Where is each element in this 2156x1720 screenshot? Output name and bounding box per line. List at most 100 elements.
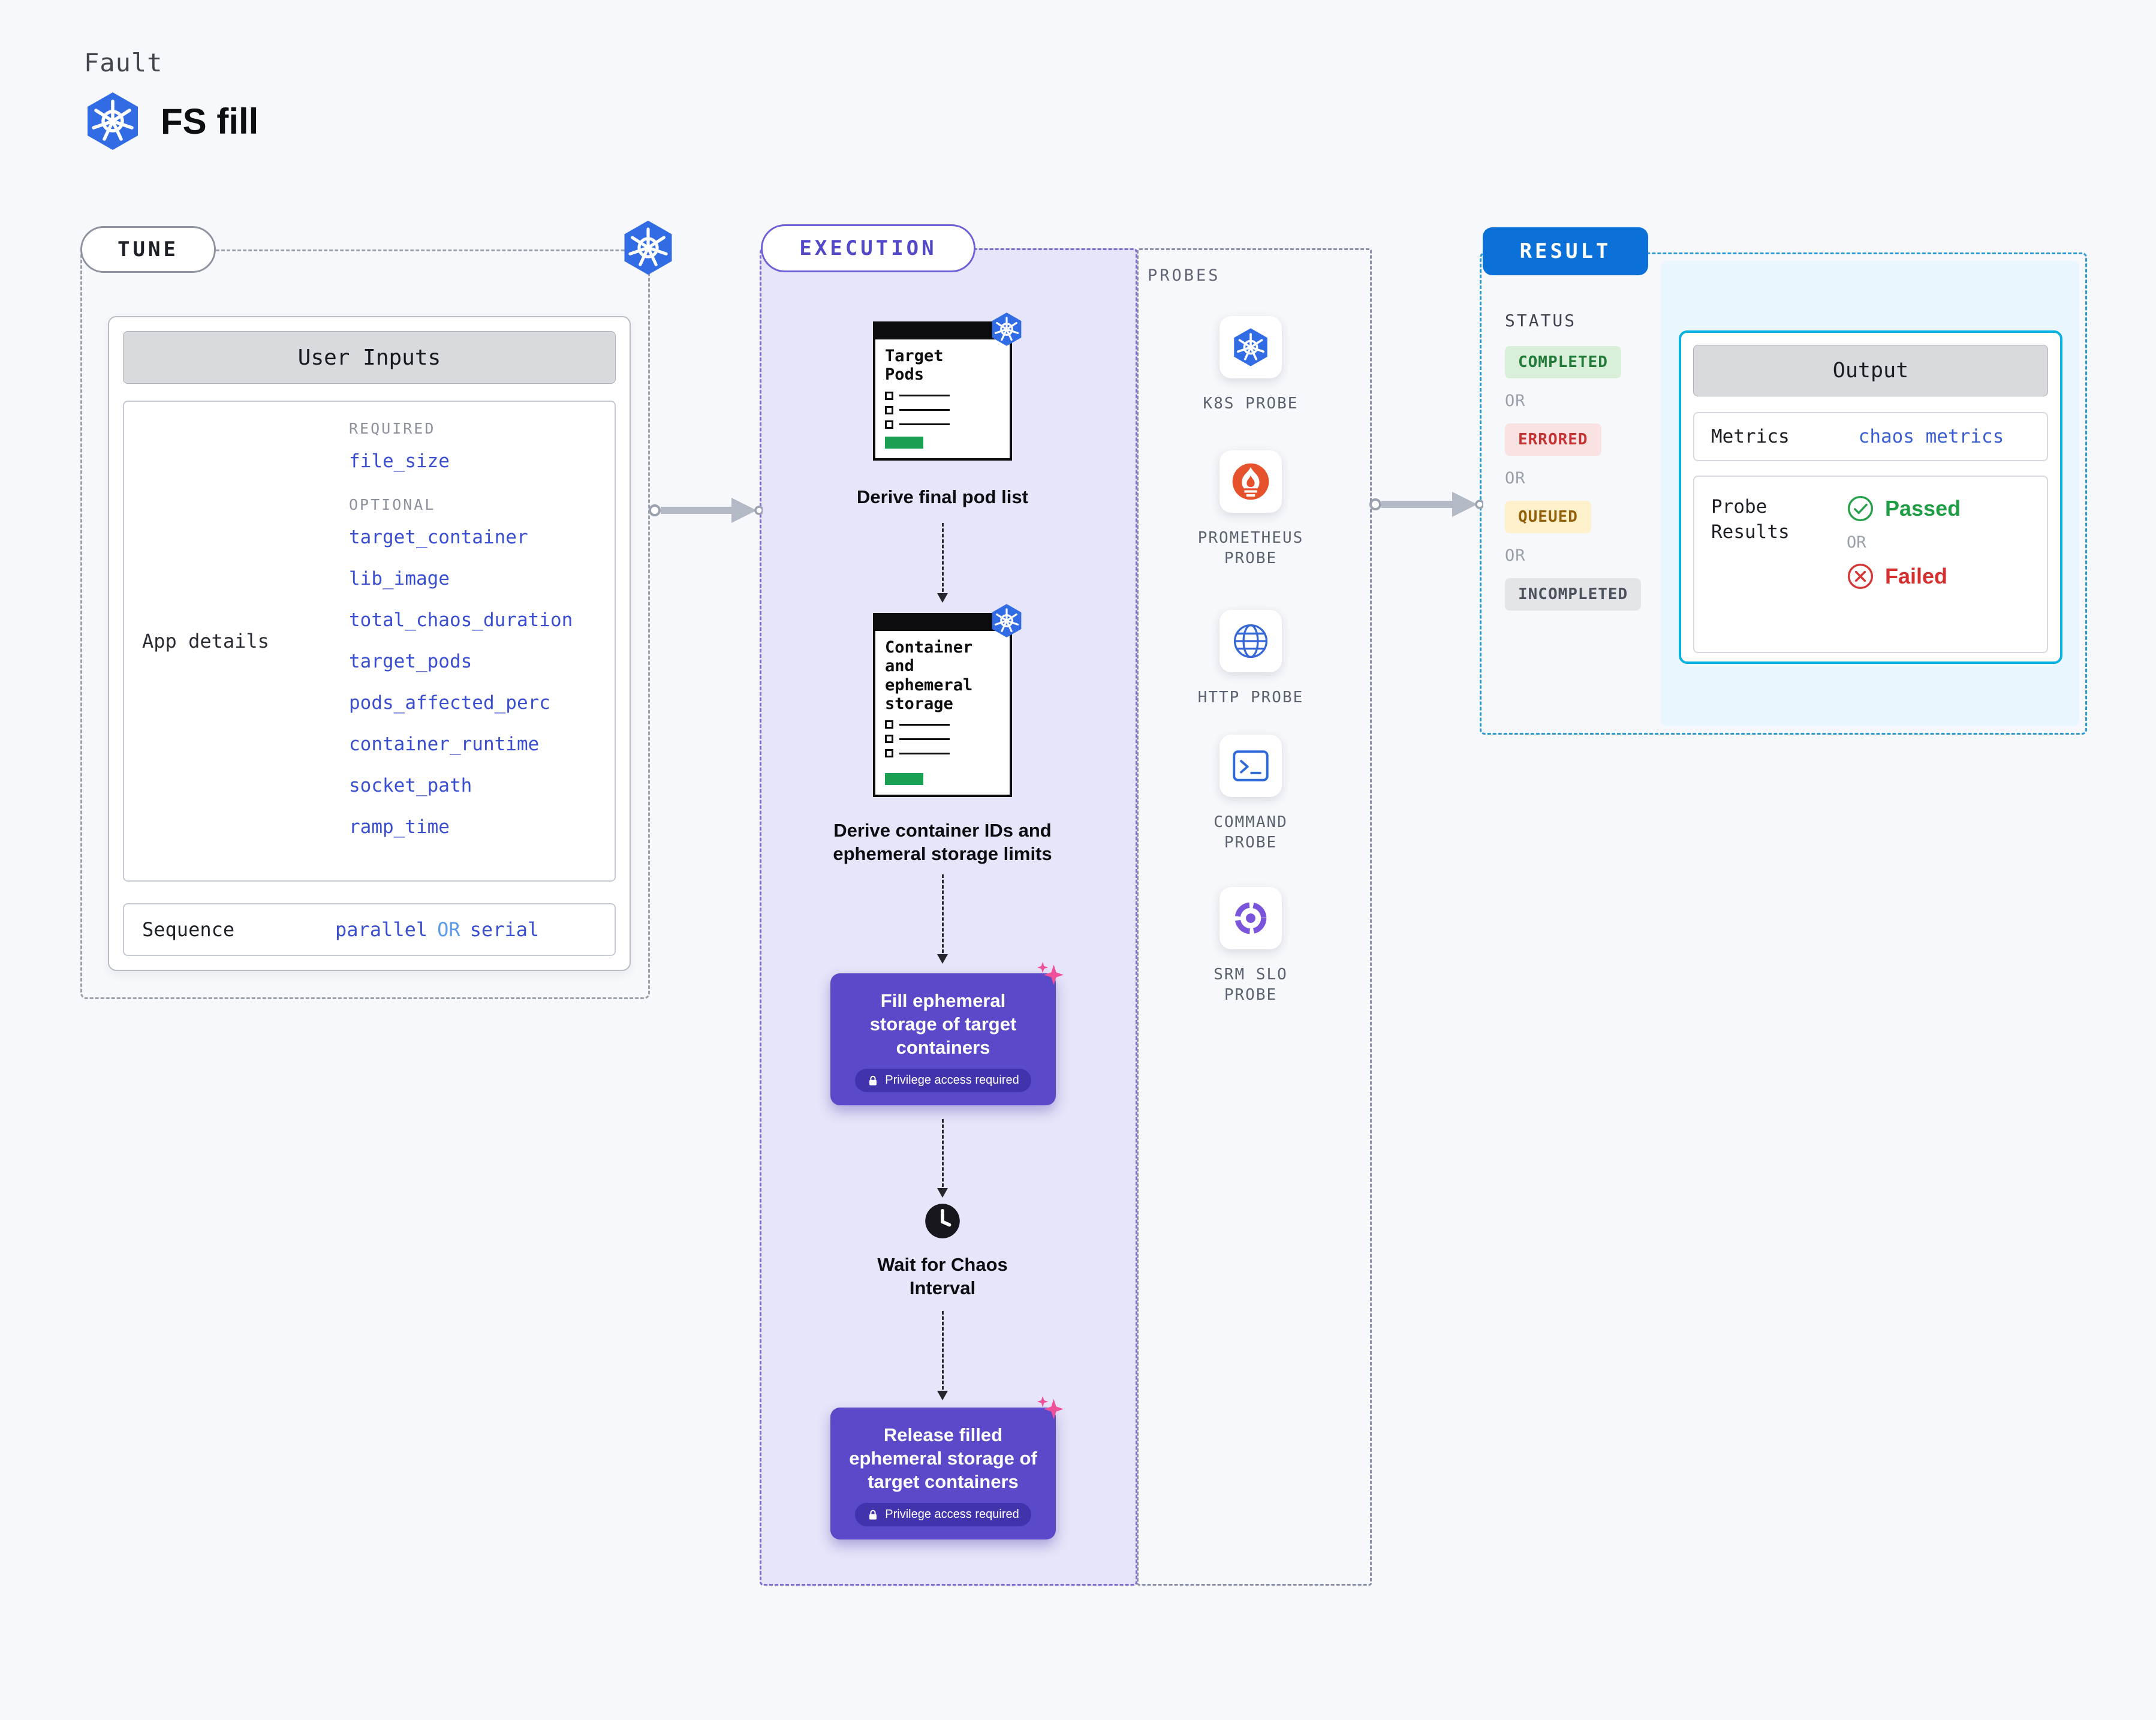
fault-kicker: Fault bbox=[84, 48, 163, 77]
param-target-pods: target_pods bbox=[349, 651, 472, 672]
sparkle-icon bbox=[1037, 961, 1064, 985]
step-caption: Derive container IDs and ephemeral stora… bbox=[833, 820, 1052, 864]
app-details-label: App details bbox=[142, 630, 269, 652]
metrics-value: chaos metrics bbox=[1858, 426, 2004, 447]
probe-label: K8S PROBE bbox=[1203, 395, 1299, 413]
sequence-row: Sequence parallel OR serial bbox=[123, 903, 616, 956]
sequence-or: OR bbox=[437, 918, 460, 941]
doc-title: Container and ephemeral storage bbox=[885, 638, 973, 713]
kubernetes-icon bbox=[83, 91, 143, 151]
param-lib-image: lib_image bbox=[349, 568, 450, 590]
probe-http: HTTP PROBE bbox=[1182, 610, 1319, 708]
checkbox-icon bbox=[885, 405, 893, 414]
execution-section bbox=[760, 248, 1137, 1586]
failed-label: Failed bbox=[1885, 564, 1948, 588]
text-line bbox=[899, 409, 950, 411]
metrics-label: Metrics bbox=[1711, 426, 1790, 447]
param-pods-affected-perc: pods_affected_perc bbox=[349, 692, 550, 714]
fault-title: FS fill bbox=[161, 101, 259, 142]
container-storage-doc: Container and ephemeral storage bbox=[873, 603, 1022, 797]
x-circle-icon bbox=[1847, 563, 1874, 590]
kubernetes-icon bbox=[1233, 327, 1269, 367]
user-inputs-title: User Inputs bbox=[123, 331, 616, 384]
text-line bbox=[899, 423, 950, 426]
param-file-size: file_size bbox=[349, 450, 450, 472]
flow-connector bbox=[937, 1119, 948, 1198]
output-card: Output Metrics chaos metrics Probe Resul… bbox=[1679, 330, 2062, 664]
user-inputs-card: User Inputs App details REQUIRED file_si… bbox=[108, 316, 631, 971]
probe-card bbox=[1219, 887, 1282, 949]
status-badge-errored: ERRORED bbox=[1505, 423, 1601, 456]
probes-title: PROBES bbox=[1148, 266, 1221, 285]
text-line bbox=[899, 723, 950, 726]
probe-results-row: Probe Results Passed OR Failed bbox=[1693, 476, 2048, 653]
text-line bbox=[899, 738, 950, 740]
lock-icon bbox=[869, 1509, 878, 1520]
checkbox-icon bbox=[885, 749, 893, 758]
results-or: OR bbox=[1847, 533, 1866, 552]
result-tab: RESULT bbox=[1483, 227, 1648, 275]
lock-icon bbox=[869, 1075, 878, 1086]
privilege-badge: Privilege access required bbox=[855, 1503, 1031, 1527]
kubernetes-icon bbox=[991, 603, 1022, 638]
doc-checklist bbox=[885, 720, 1000, 758]
status-column: STATUS COMPLETED OR ERRORED OR QUEUED OR… bbox=[1505, 311, 1649, 624]
tune-section bbox=[80, 249, 650, 999]
action-label: Fill ephemeral storage of target contain… bbox=[869, 990, 1017, 1059]
checkbox-icon bbox=[885, 391, 893, 400]
param-container-runtime: container_runtime bbox=[349, 733, 540, 755]
status-badge-completed: COMPLETED bbox=[1505, 346, 1621, 378]
status-or: OR bbox=[1505, 546, 1526, 565]
step-caption: Derive final pod list bbox=[857, 486, 1028, 507]
globe-icon bbox=[1233, 624, 1268, 658]
param-target-container: target_container bbox=[349, 527, 528, 548]
probe-command: COMMAND PROBE bbox=[1182, 735, 1319, 853]
step-caption: Wait for Chaos Interval bbox=[877, 1254, 1008, 1298]
doc-header-bar bbox=[875, 324, 1010, 339]
privilege-badge: Privilege access required bbox=[855, 1069, 1031, 1093]
param-socket-path: socket_path bbox=[349, 775, 472, 796]
probes-to-result-arrow bbox=[1369, 492, 1483, 517]
inputs-box: App details REQUIRED file_size OPTIONAL … bbox=[123, 401, 616, 882]
status-label: STATUS bbox=[1505, 311, 1577, 330]
sequence-option-parallel: parallel bbox=[335, 918, 428, 941]
text-line bbox=[899, 752, 950, 754]
fill-storage-action: Fill ephemeral storage of target contain… bbox=[830, 961, 1064, 1106]
probe-label: PROMETHEUS PROBE bbox=[1197, 529, 1304, 567]
probe-prometheus: PROMETHEUS PROBE bbox=[1182, 450, 1319, 569]
prometheus-flame-icon bbox=[1232, 463, 1269, 500]
probes-section bbox=[1137, 248, 1372, 1586]
sequence-option-serial: serial bbox=[469, 918, 540, 941]
sparkle-icon bbox=[1037, 1396, 1064, 1420]
doc-header-bar bbox=[875, 615, 1010, 631]
probe-label: SRM SLO PROBE bbox=[1213, 966, 1288, 1004]
target-pods-doc: Target Pods bbox=[873, 312, 1022, 461]
passed-label: Passed bbox=[1885, 496, 1961, 521]
metrics-row: Metrics chaos metrics bbox=[1693, 412, 2048, 461]
probe-label: COMMAND PROBE bbox=[1213, 813, 1288, 852]
checkbox-icon bbox=[885, 420, 893, 429]
flow-connector bbox=[937, 523, 948, 603]
doc-checklist bbox=[885, 391, 1000, 429]
kubernetes-icon bbox=[991, 312, 1022, 347]
check-circle-icon bbox=[1847, 495, 1874, 522]
doc-body: Container and ephemeral storage bbox=[875, 631, 1010, 795]
status-or: OR bbox=[1505, 392, 1526, 410]
probe-card bbox=[1219, 610, 1282, 672]
tune-to-execution-arrow bbox=[649, 498, 763, 523]
text-line bbox=[899, 395, 950, 397]
privilege-badge-label: Privilege access required bbox=[885, 1508, 1019, 1521]
doc-body: Target Pods bbox=[875, 339, 1010, 458]
probe-card bbox=[1219, 735, 1282, 797]
probe-srm-slo: SRM SLO PROBE bbox=[1182, 887, 1319, 1006]
release-storage-action: Release filled ephemeral storage of targ… bbox=[830, 1396, 1064, 1540]
required-label: REQUIRED bbox=[349, 420, 436, 437]
progress-bar bbox=[885, 773, 923, 785]
probe-results-label: Probe Results bbox=[1711, 496, 1790, 543]
tune-tab: TUNE bbox=[80, 226, 216, 273]
sequence-values: parallel OR serial bbox=[335, 918, 539, 941]
kubernetes-icon bbox=[620, 219, 676, 276]
terminal-icon bbox=[1233, 750, 1269, 781]
optional-label: OPTIONAL bbox=[349, 496, 436, 513]
